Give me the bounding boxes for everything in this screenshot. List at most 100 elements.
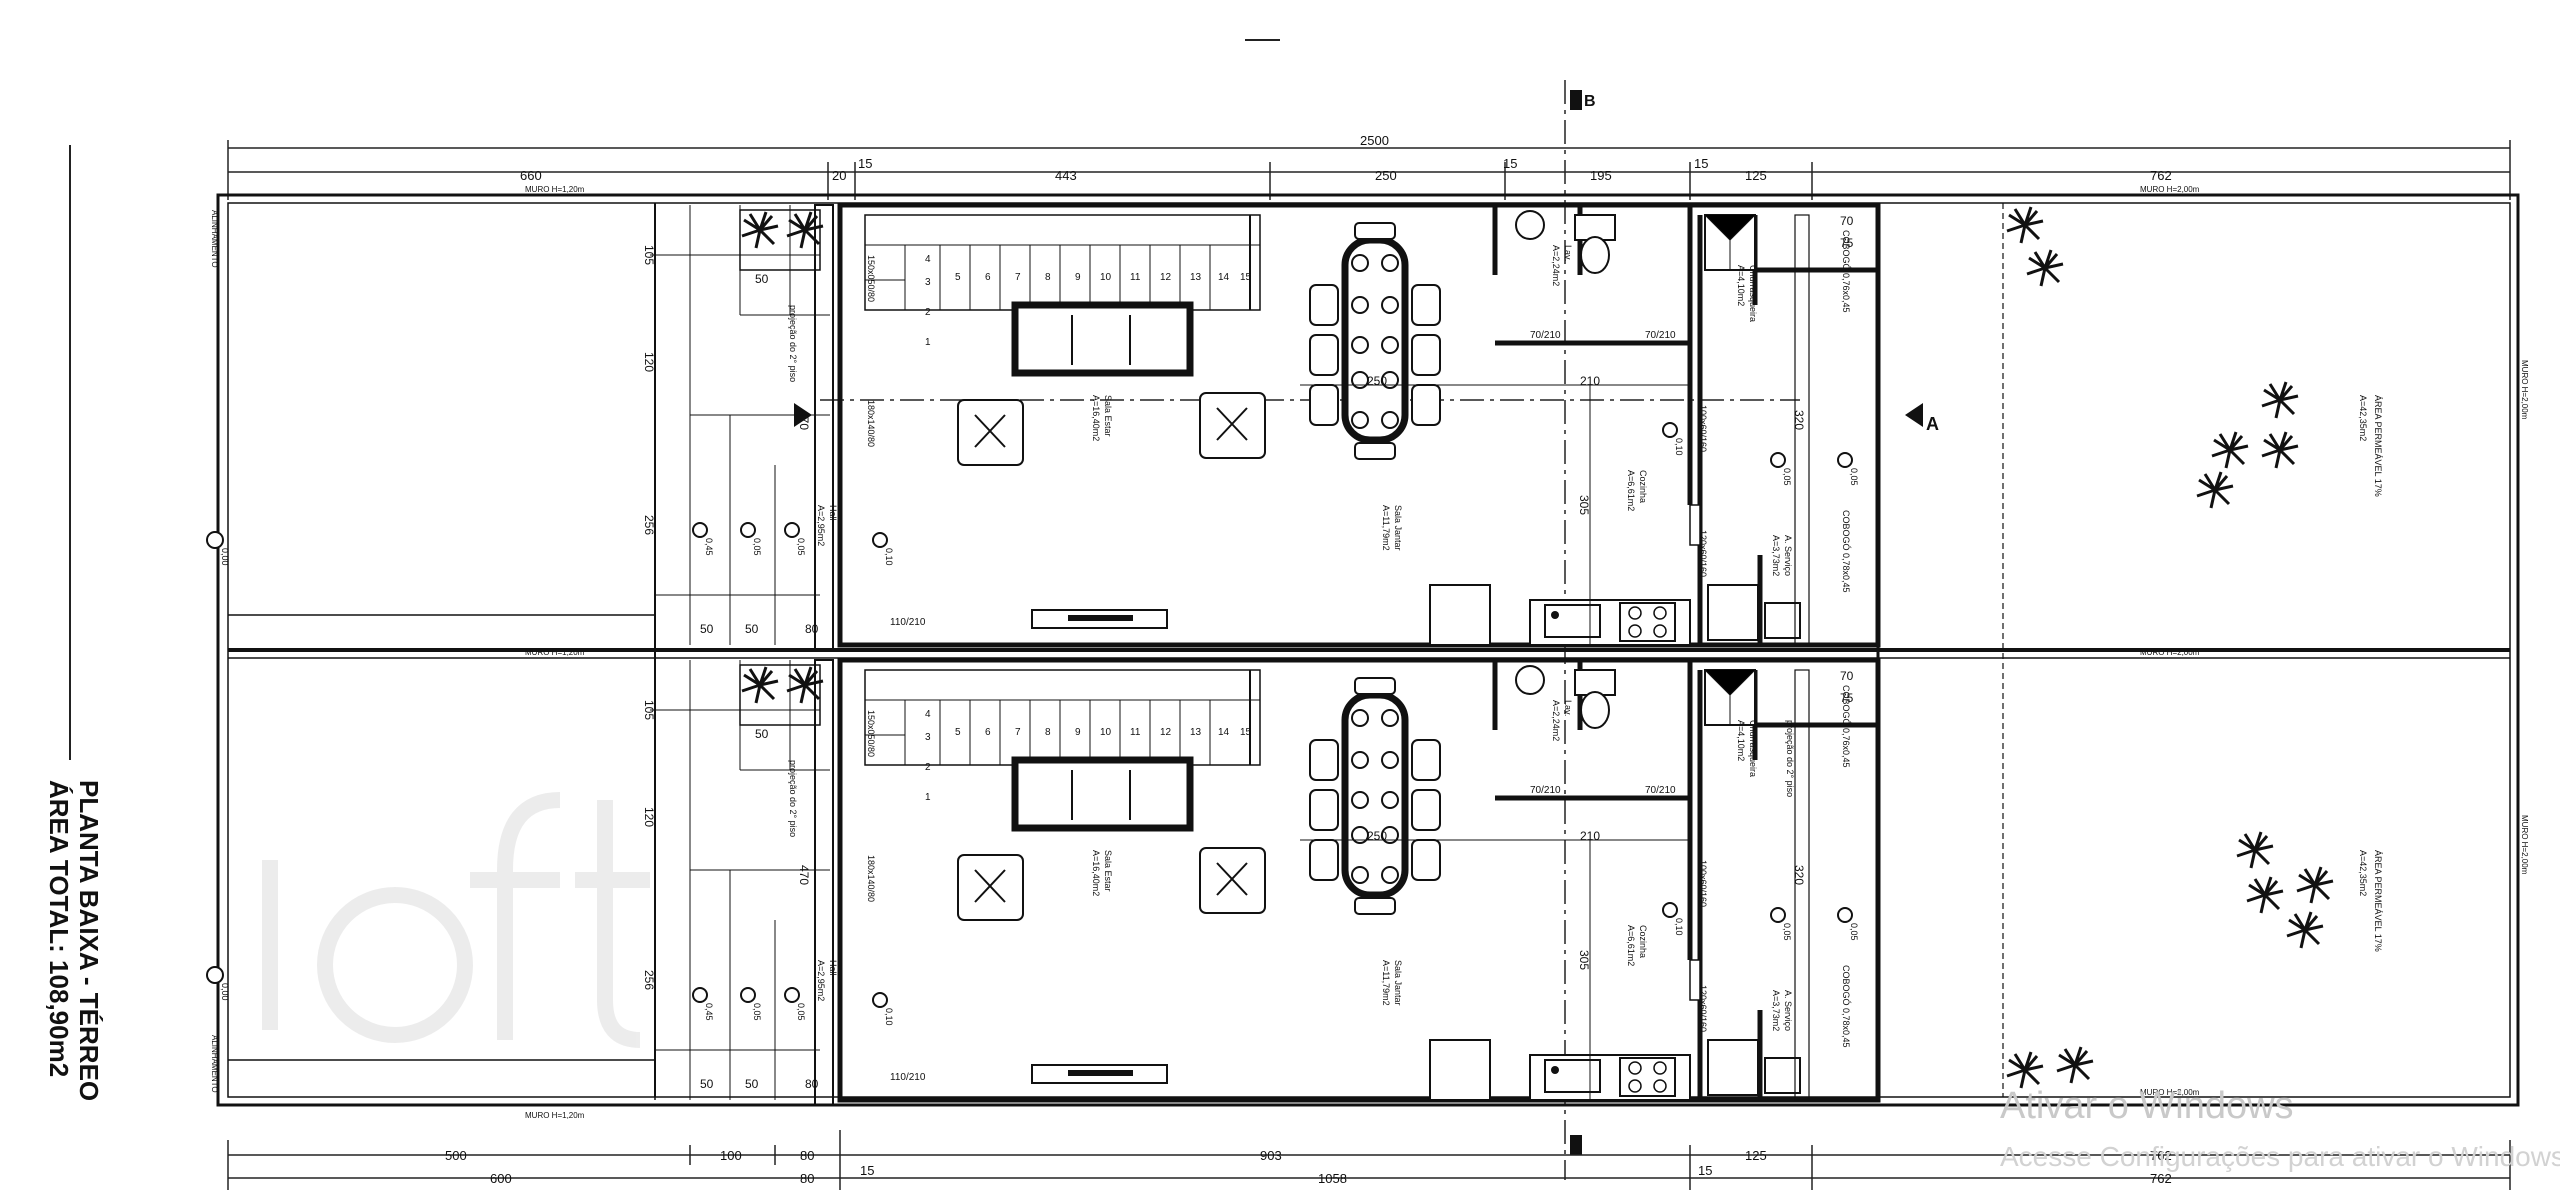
projection-label-3: projeção do 2° piso (1785, 720, 1795, 797)
room-permeavel-area-1: A=42,35m2 (2358, 395, 2368, 441)
svg-text:0,10: 0,10 (1674, 918, 1684, 936)
bottom-dimension-lines (227, 1130, 2511, 1190)
side-wall-label-1: MURO H=2,00m (2520, 360, 2529, 420)
svg-text:12: 12 (1160, 727, 1172, 738)
dim-top-15c: 15 (1694, 156, 1708, 171)
room-hall-area-2: A=2,95m2 (816, 960, 826, 1001)
dim-top-15b: 15 (1503, 156, 1517, 171)
svg-text:2: 2 (925, 762, 931, 773)
dim-470-2: 470 (797, 865, 811, 885)
svg-text:11: 11 (1130, 727, 1141, 738)
dim-50a-1: 50 (755, 272, 769, 286)
dim-50a-2: 50 (755, 727, 769, 741)
room-hall-2: Hall (828, 960, 838, 976)
room-lavabo-area-2: A=2,24m2 (1551, 700, 1561, 741)
wall-label-high-3: MURO H=2,00m (2140, 1088, 2200, 1097)
dim-bottom-15b: 15 (1698, 1163, 1712, 1178)
wall-label-low-1: MURO H=1,20m (525, 185, 585, 194)
dim-80-2: 80 (805, 1077, 819, 1091)
dim-bottom-762a: 762 (2150, 1148, 2172, 1163)
room-churrasqueira-2: Churrasqueira (1748, 720, 1758, 777)
dim-bottom-125: 125 (1745, 1148, 1767, 1163)
drawing-title: PLANTA BAIXA - TÉRREO ÁREA TOTAL: 108,90… (44, 780, 104, 1180)
svg-text:4: 4 (925, 254, 931, 265)
svg-text:7: 7 (1015, 727, 1021, 738)
room-servico-area-1: A=3,73m2 (1771, 535, 1781, 576)
dim-50b-1: 50 (700, 622, 714, 636)
room-sala-jantar-2: Sala Jantar (1393, 960, 1403, 1006)
door-70b-2: 70/210 (1645, 785, 1676, 796)
svg-text:0,05: 0,05 (1782, 923, 1792, 941)
dim-bottom-762b: 762 (2150, 1171, 2172, 1186)
loft-logo-watermark (262, 792, 650, 1048)
dim-70-1: 70 (1840, 214, 1854, 228)
dim-bottom-15a: 15 (860, 1163, 874, 1178)
dim-256-1: 256 (642, 515, 656, 535)
svg-text:4: 4 (925, 709, 931, 720)
svg-text:3: 3 (925, 732, 931, 743)
room-cozinha-area-1: A=6,61m2 (1626, 470, 1636, 511)
dim-bottom-1058: 1058 (1318, 1171, 1347, 1186)
dim-top-15a: 15 (858, 156, 872, 171)
svg-text:5: 5 (955, 272, 961, 283)
dim-70-2: 70 (1840, 669, 1854, 683)
room-servico-area-2: A=3,73m2 (1771, 990, 1781, 1031)
dim-105-1: 105 (642, 245, 656, 265)
room-sala-estar-1: Sala Estar (1103, 395, 1113, 437)
room-lavabo-2: Lav. (1563, 700, 1573, 716)
alignment-label-2: ALINHAMENTO (210, 1035, 219, 1093)
dim-305-2: 305 (1577, 950, 1591, 970)
svg-text:0,10: 0,10 (1674, 438, 1684, 456)
dim-bottom-80b: 80 (800, 1171, 814, 1186)
level-markers-upper: 0,00 0,45 0,05 0,05 0,10 0,10 0,05 0,05 (206, 422, 1859, 566)
dim-120-2: 120 (642, 807, 656, 827)
window-c-1: 120x60/160 (1698, 530, 1708, 577)
room-lavabo-area-1: A=2,24m2 (1551, 245, 1561, 286)
dim-50c-2: 50 (745, 1077, 759, 1091)
dim-bottom-500: 500 (445, 1148, 467, 1163)
dim-top-125: 125 (1745, 168, 1767, 183)
window-c-2: 120x60/160 (1698, 985, 1708, 1032)
dim-top-762: 762 (2150, 168, 2172, 183)
dim-bottom-600: 600 (490, 1171, 512, 1186)
svg-text:9: 9 (1075, 272, 1081, 283)
room-permeavel-area-2: A=42,35m2 (2358, 850, 2368, 896)
door-70b-1: 70/210 (1645, 330, 1676, 341)
svg-text:0,10: 0,10 (884, 548, 894, 566)
svg-text:15: 15 (1240, 727, 1252, 738)
wall-label-low-2: MURO H=1,20m (525, 648, 585, 657)
wall-label-high-2: MURO H=2,00m (2140, 648, 2200, 657)
svg-text:1: 1 (925, 792, 931, 803)
svg-text:0,05: 0,05 (752, 1003, 762, 1021)
projection-label-2: projeção do 2° piso (788, 760, 798, 837)
dim-bottom-80a: 80 (800, 1148, 814, 1163)
svg-text:0,05: 0,05 (752, 538, 762, 556)
dim-256-2: 256 (642, 970, 656, 990)
dim-50b-2: 50 (700, 1077, 714, 1091)
stair-numbers-upper: 1 2 3 4 5 6 7 8 9 10 11 12 13 14 15 (925, 254, 1252, 348)
room-churrasqueira-1: Churrasqueira (1748, 265, 1758, 322)
dim-210-1: 210 (1580, 374, 1600, 388)
dim-250-1: 250 (1367, 374, 1387, 388)
top-dimension-lines (227, 140, 2511, 200)
room-cozinha-2: Cozinha (1638, 925, 1648, 958)
room-sala-jantar-area-1: A=11,79m2 (1381, 505, 1391, 551)
svg-text:13: 13 (1190, 727, 1202, 738)
dim-470-1: 470 (797, 410, 811, 430)
svg-text:12: 12 (1160, 272, 1172, 283)
svg-text:0,00: 0,00 (220, 983, 230, 1001)
svg-text:6: 6 (985, 727, 991, 738)
room-sala-jantar-area-2: A=11,79m2 (1381, 960, 1391, 1006)
svg-text:8: 8 (1045, 272, 1051, 283)
dim-top-250: 250 (1375, 168, 1397, 183)
alignment-label-1: ALINHAMENTO (210, 210, 219, 268)
dim-top-20: 20 (832, 168, 846, 183)
room-servico-2: A. Serviço (1783, 990, 1793, 1031)
svg-text:11: 11 (1130, 272, 1141, 283)
door-70a-1: 70/210 (1530, 330, 1561, 341)
svg-text:0,10: 0,10 (884, 1008, 894, 1026)
dim-120-1: 120 (642, 352, 656, 372)
svg-text:0,05: 0,05 (1849, 468, 1859, 486)
room-permeavel-2: ÁREA PERMEÁVEL 17% (2373, 850, 2383, 952)
dim-320-2: 320 (1792, 865, 1806, 885)
